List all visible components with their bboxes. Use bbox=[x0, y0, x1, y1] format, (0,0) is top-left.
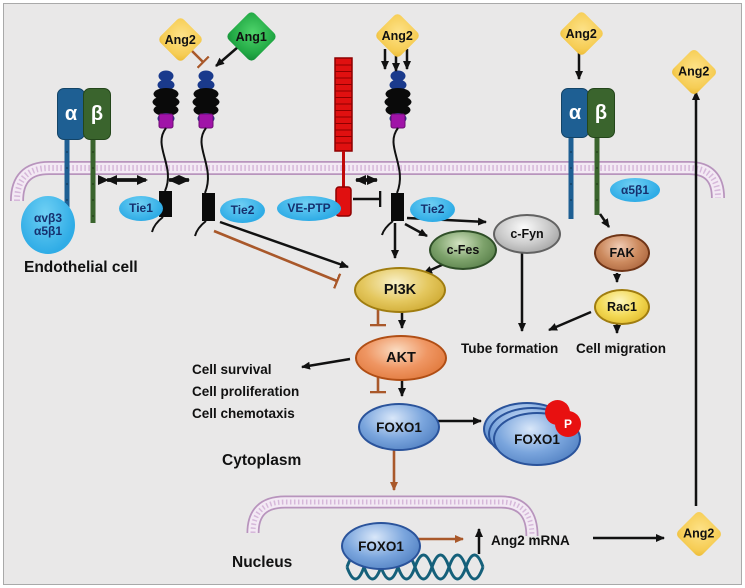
figure-canvas: Ang2 Ang1 Ang2 Ang2 Ang2 Ang2 α β α β αv… bbox=[3, 3, 742, 585]
ang2-label: Ang2 bbox=[565, 26, 598, 41]
pi3k-node: PI3K bbox=[354, 267, 446, 313]
ang2-label: Ang2 bbox=[678, 65, 710, 79]
ang2-label: Ang2 bbox=[381, 28, 414, 43]
alpha-glyph: α bbox=[568, 101, 582, 124]
cell-proliferation-label: Cell proliferation bbox=[192, 384, 300, 399]
cell-migration-label: Cell migration bbox=[576, 341, 667, 356]
plasma-membrane bbox=[10, 161, 725, 202]
phospho-text: P bbox=[563, 417, 572, 431]
nucleus-label: Nucleus bbox=[232, 554, 293, 571]
integrin-beta-right: β bbox=[587, 88, 615, 138]
cell-survival-label: Cell survival bbox=[192, 362, 272, 377]
fak-text: FAK bbox=[609, 246, 635, 260]
black-arrows bbox=[215, 46, 700, 554]
tie1-text: Tie1 bbox=[129, 201, 153, 215]
integrin-alpha-right: α bbox=[561, 88, 589, 138]
integrin-left-label: αvβ3 α5β1 bbox=[21, 196, 75, 254]
cytoplasm-label: Cytoplasm bbox=[222, 452, 302, 469]
beta-glyph: β bbox=[594, 101, 608, 124]
alpha-glyph: α bbox=[64, 102, 78, 125]
ang1-label: Ang1 bbox=[235, 29, 268, 44]
foxo1-text: FOXO1 bbox=[376, 419, 422, 435]
pi3k-text: PI3K bbox=[383, 282, 417, 298]
integrin-beta-left: β bbox=[83, 88, 111, 140]
a5b1-label: α5β1 bbox=[33, 224, 63, 238]
diagram-graphics bbox=[10, 46, 725, 581]
rac1-text: Rac1 bbox=[607, 300, 637, 314]
foxo1-text: FOXO1 bbox=[358, 538, 404, 554]
rac1-node: Rac1 bbox=[594, 289, 650, 325]
tie2-middle-receptor bbox=[381, 70, 412, 236]
nuclear-membrane bbox=[246, 495, 539, 537]
cell-chemotaxis-label: Cell chemotaxis bbox=[192, 406, 295, 421]
tie2-middle-label: Tie2 bbox=[410, 197, 455, 222]
foxo1-nuclear-node: FOXO1 bbox=[341, 522, 421, 570]
integrin-right-label: α5β1 bbox=[610, 178, 660, 202]
c-fes-node: c-Fes bbox=[429, 230, 497, 270]
integrin-right-stalks bbox=[568, 131, 600, 219]
akt-node: AKT bbox=[355, 335, 447, 381]
phospho-circle-2: P bbox=[555, 411, 581, 437]
tie2-text: Tie2 bbox=[420, 202, 445, 216]
ve-ptp-label: VE-PTP bbox=[277, 196, 341, 221]
foxo1-node: FOXO1 bbox=[358, 403, 440, 451]
ang2-mrna-label: Ang2 mRNA bbox=[491, 533, 570, 548]
c-fyn-node: c-Fyn bbox=[493, 214, 561, 254]
fak-node: FAK bbox=[594, 234, 650, 272]
endothelial-cell-label: Endothelial cell bbox=[24, 259, 138, 276]
beta-glyph: β bbox=[90, 102, 104, 125]
tie1-receptor bbox=[151, 70, 180, 233]
tie2-left-label: Tie2 bbox=[220, 198, 265, 223]
foxo1-text: FOXO1 bbox=[514, 431, 560, 447]
a5b1-text: α5β1 bbox=[620, 182, 650, 197]
c-fes-text: c-Fes bbox=[446, 243, 480, 257]
ve-ptp-receptor bbox=[334, 57, 353, 217]
tie1-label: Tie1 bbox=[119, 196, 163, 221]
c-fyn-text: c-Fyn bbox=[510, 227, 544, 241]
tube-formation-label: Tube formation bbox=[461, 341, 559, 356]
tie2-left-receptor bbox=[192, 70, 220, 237]
ang2-label: Ang2 bbox=[164, 32, 197, 47]
avb3-label: αvβ3 bbox=[33, 211, 63, 225]
integrin-alpha-left: α bbox=[57, 88, 85, 140]
ang2-label: Ang2 bbox=[683, 527, 715, 541]
tie2-text: Tie2 bbox=[230, 203, 255, 217]
akt-text: AKT bbox=[386, 350, 416, 366]
ve-ptp-text: VE-PTP bbox=[287, 201, 331, 215]
